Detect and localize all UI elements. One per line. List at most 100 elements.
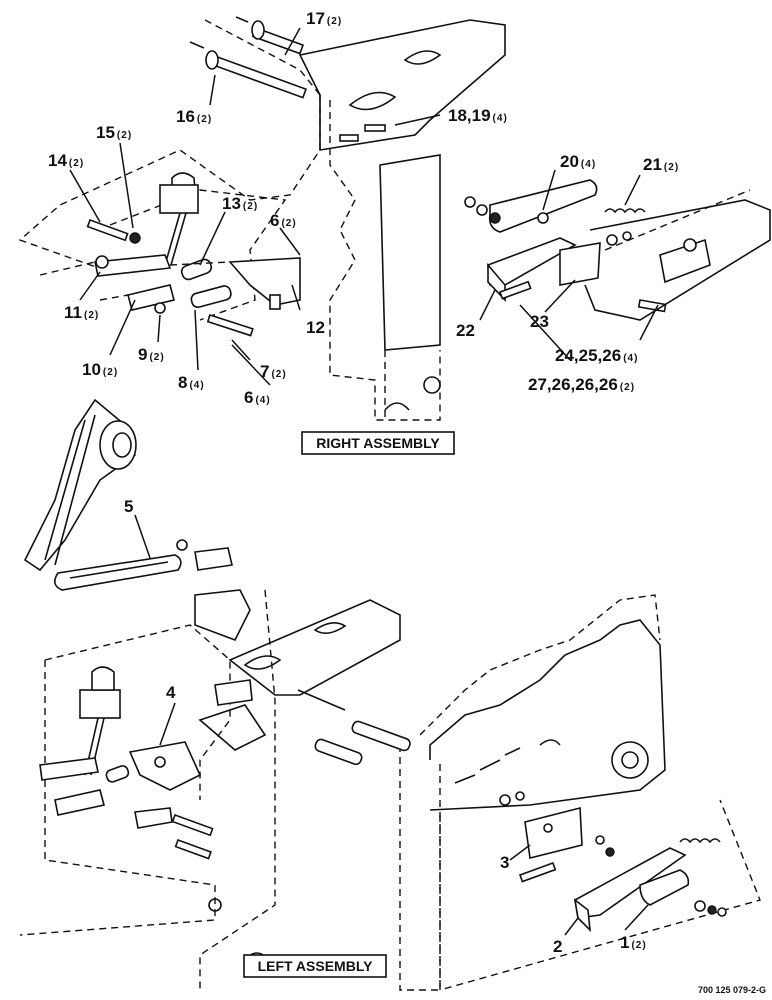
pin-7	[206, 313, 254, 337]
hardware-3	[499, 791, 615, 857]
left-panel-slots	[454, 747, 521, 784]
callout-23: 23	[530, 312, 549, 331]
right-upright-dashed	[329, 100, 441, 421]
leader-12	[291, 284, 301, 311]
right-channel-dashed	[604, 189, 751, 251]
callout-24-25-26: 24,25,26(4)	[555, 346, 638, 365]
left-long-pin-a	[351, 720, 411, 752]
right-channel	[584, 199, 771, 321]
left-panel-hook	[539, 739, 561, 746]
left-pivot-plate	[214, 679, 253, 706]
drive-chain-strand	[44, 414, 96, 566]
left-frame-main	[228, 599, 401, 696]
plate-23	[559, 242, 601, 286]
leader-5	[134, 514, 151, 559]
left-frame-beam	[194, 589, 251, 642]
left-upright-hole	[208, 898, 222, 912]
left-panel-port	[611, 741, 649, 779]
left-long-pin-b	[314, 738, 363, 766]
bushing-13	[180, 258, 213, 281]
left-assembly-label: LEFT ASSEMBLY	[258, 958, 374, 974]
leader-1	[624, 904, 649, 931]
leader-4	[159, 702, 176, 746]
callout-6a: 6(2)	[270, 211, 297, 230]
callout-4: 4	[166, 683, 176, 702]
callout-21: 21(2)	[643, 155, 679, 174]
left-side-panel-dashed2	[439, 799, 761, 991]
leader-7	[231, 339, 251, 361]
link-10	[127, 284, 175, 311]
leader-9	[157, 314, 161, 343]
leader-6b	[231, 344, 271, 386]
callout-13: 13(2)	[222, 194, 258, 213]
leader-8	[194, 309, 199, 371]
left-pin-keeper	[297, 689, 346, 711]
leader-15	[119, 142, 134, 229]
leader-14	[69, 169, 101, 223]
leader-21	[624, 174, 641, 206]
callout-8: 8(4)	[178, 373, 205, 392]
leader-6a	[279, 227, 301, 256]
right-frame-dashed-plate	[109, 189, 287, 321]
callout-15: 15(2)	[96, 123, 132, 142]
leader-13	[199, 211, 226, 266]
leader-20	[542, 169, 556, 211]
callout-22: 22	[456, 321, 475, 340]
bolt-27	[498, 280, 532, 300]
washer-11	[95, 255, 109, 269]
right-upright-hole	[423, 376, 441, 394]
right-frame-slot2	[348, 91, 397, 111]
callout-16: 16(2)	[176, 107, 212, 126]
right-cylinder-rod	[164, 212, 181, 266]
callout-14: 14(2)	[48, 151, 84, 170]
callout-17: 17(2)	[306, 9, 342, 28]
left-side-panel-dashed	[419, 594, 661, 736]
link-8	[190, 285, 232, 308]
lever-4-link	[134, 807, 173, 829]
left-upright-dashed	[199, 589, 441, 991]
drive-sprocket-hub	[112, 432, 132, 458]
left-bushing	[105, 765, 130, 783]
slotted-bar-5-slot	[69, 561, 169, 579]
right-channel-pin	[683, 238, 697, 252]
right-frame-beam	[298, 19, 506, 151]
callout-1: 1(2)	[620, 933, 647, 952]
hardware-1	[694, 900, 727, 917]
left-link-lower	[54, 789, 105, 816]
lever-4	[128, 741, 202, 791]
left-frame-dashed	[19, 624, 231, 936]
right-upright-notch	[384, 402, 410, 411]
callout-9: 9(2)	[138, 345, 165, 364]
left-cylinder	[91, 666, 115, 691]
right-assembly-label: RIGHT ASSEMBLY	[316, 435, 440, 451]
leader-2	[564, 917, 579, 936]
right-cylinder-clevis	[159, 184, 199, 214]
pin-16-keeper	[189, 41, 205, 49]
leader-18-19	[394, 114, 441, 126]
pin-17-head	[251, 20, 265, 40]
leader-16	[209, 74, 216, 106]
left-frame-slot	[243, 655, 282, 670]
lever-12-tab	[269, 294, 281, 310]
left-pin-a	[171, 813, 214, 837]
bracket-2-flange	[573, 898, 592, 933]
leader-lines	[69, 27, 659, 936]
callout-10: 10(2)	[82, 360, 118, 379]
right-assembly-label-box	[301, 431, 455, 455]
slotted-bar-5	[54, 554, 182, 591]
left-pivot-bracket	[198, 704, 267, 751]
spring-1	[679, 838, 721, 844]
bracket-3-hole	[543, 823, 553, 833]
left-assembly-label-box	[243, 954, 387, 978]
left-frame-slot2	[313, 622, 347, 634]
callout-20: 20(4)	[560, 152, 596, 171]
leader-3	[509, 844, 531, 861]
pin-14	[86, 218, 129, 242]
left-assembly-drawing	[19, 398, 761, 991]
washer-9	[154, 302, 166, 314]
callout-18-19: 18,19(4)	[448, 106, 508, 125]
left-side-panel	[429, 619, 666, 811]
callout-6b: 6(4)	[244, 388, 271, 407]
callout-2: 2	[553, 937, 562, 956]
